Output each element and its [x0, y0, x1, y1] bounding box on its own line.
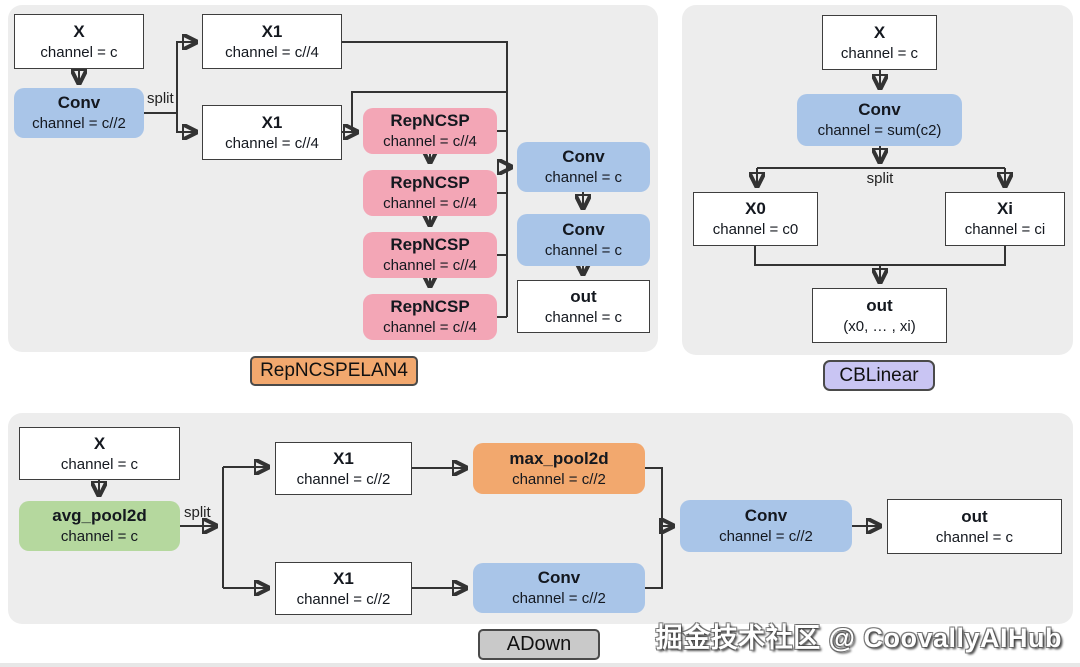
box-subtitle: channel = c//4: [383, 257, 477, 275]
repncsp-block-3: RepNCSP channel = c//4: [363, 232, 497, 278]
rep-x-input-box: X channel = c: [14, 14, 144, 69]
adown-x1-bottom-box: X1 channel = c//2: [275, 562, 412, 615]
adown-x-input-box: X channel = c: [19, 427, 180, 480]
box-subtitle: channel = c: [840, 44, 919, 62]
adown-x1-top-box: X1 channel = c//2: [275, 442, 412, 495]
repncsp-block-4: RepNCSP channel = c//4: [363, 294, 497, 340]
box-title: X1: [261, 112, 283, 132]
cbl-xi-box: Xi channel = ci: [945, 192, 1065, 246]
box-title: X: [873, 22, 886, 42]
box-title: RepNCSP: [390, 297, 470, 317]
box-subtitle: channel = c//2: [512, 470, 606, 488]
box-title: Conv: [744, 506, 788, 526]
box-subtitle: channel = c//4: [225, 134, 319, 152]
adown-avgpool-box: avg_pool2d channel = c: [19, 501, 180, 551]
box-title: Xi: [996, 199, 1014, 219]
box-subtitle: channel = c//2: [512, 590, 606, 608]
box-subtitle: channel = c//4: [383, 133, 477, 151]
cbl-out-box: out (x0, … , xi): [812, 288, 947, 343]
box-title: Conv: [537, 568, 581, 588]
cblinear-tag: CBLinear: [823, 360, 935, 391]
box-subtitle: channel = c//2: [32, 115, 126, 133]
repncsp-block-1: RepNCSP channel = c//4: [363, 108, 497, 154]
rep-x1-top-box: X1 channel = c//4: [202, 14, 342, 69]
box-subtitle: channel = c: [544, 308, 623, 326]
repncsp-block-2: RepNCSP channel = c//4: [363, 170, 497, 216]
adown-maxpool-box: max_pool2d channel = c//2: [473, 443, 645, 494]
box-title: X1: [333, 448, 354, 468]
box-subtitle: (x0, … , xi): [843, 317, 916, 335]
cbl-x0-box: X0 channel = c0: [693, 192, 818, 246]
box-title: Conv: [562, 147, 605, 167]
box-title: Conv: [858, 100, 901, 120]
adown-out-box: out channel = c: [887, 499, 1062, 554]
repncspelan4-tag: RepNCSPELAN4: [250, 356, 418, 386]
box-subtitle: channel = c//2: [296, 470, 391, 488]
box-subtitle: channel = c: [935, 528, 1014, 546]
box-subtitle: channel = c//2: [719, 528, 813, 546]
box-title: X: [93, 433, 106, 453]
adown-conv-merge-box: Conv channel = c//2: [680, 500, 852, 552]
rep-conv-2-box: Conv channel = c: [517, 214, 650, 266]
rep-conv-1-box: Conv channel = c: [517, 142, 650, 192]
box-title: RepNCSP: [390, 235, 470, 255]
cbl-split-label: split: [866, 170, 894, 187]
box-subtitle: channel = c0: [712, 221, 799, 239]
cbl-conv-box: Conv channel = sum(c2): [797, 94, 962, 146]
box-title: X: [73, 21, 85, 41]
box-subtitle: channel = sum(c2): [817, 122, 942, 140]
watermark: 掘金技术社区 @ CoovallyAIHub: [655, 623, 1062, 653]
box-subtitle: channel = c//2: [296, 590, 391, 608]
rep-x1-bottom-box: X1 channel = c//4: [202, 105, 342, 160]
box-subtitle: channel = c: [60, 528, 139, 546]
box-subtitle: channel = c: [40, 43, 118, 61]
box-title: Conv: [562, 220, 605, 240]
box-subtitle: channel = c: [544, 242, 623, 260]
box-title: avg_pool2d: [52, 506, 147, 526]
box-title: out: [866, 295, 893, 315]
rep-split-label: split: [147, 90, 174, 107]
box-subtitle: channel = c: [60, 455, 139, 473]
box-title: out: [961, 506, 988, 526]
adown-tag: ADown: [478, 629, 600, 660]
box-title: RepNCSP: [390, 111, 470, 131]
box-title: X0: [745, 199, 766, 219]
cbl-x-input-box: X channel = c: [822, 15, 937, 70]
box-title: Conv: [57, 93, 101, 113]
bottom-edge-strip: [0, 663, 1080, 667]
box-subtitle: channel = ci: [964, 221, 1046, 239]
box-title: max_pool2d: [509, 448, 609, 468]
box-subtitle: channel = c: [544, 169, 623, 187]
box-title: RepNCSP: [390, 173, 470, 193]
adown-conv-bottom-box: Conv channel = c//2: [473, 563, 645, 613]
box-subtitle: channel = c//4: [383, 319, 477, 337]
box-subtitle: channel = c//4: [383, 195, 477, 213]
box-subtitle: channel = c//4: [225, 43, 319, 61]
rep-conv-input-box: Conv channel = c//2: [14, 88, 144, 138]
rep-out-box: out channel = c: [517, 280, 650, 333]
box-title: X1: [261, 21, 283, 41]
box-title: out: [570, 286, 597, 306]
adown-split-label: split: [184, 504, 211, 521]
box-title: X1: [333, 568, 354, 588]
